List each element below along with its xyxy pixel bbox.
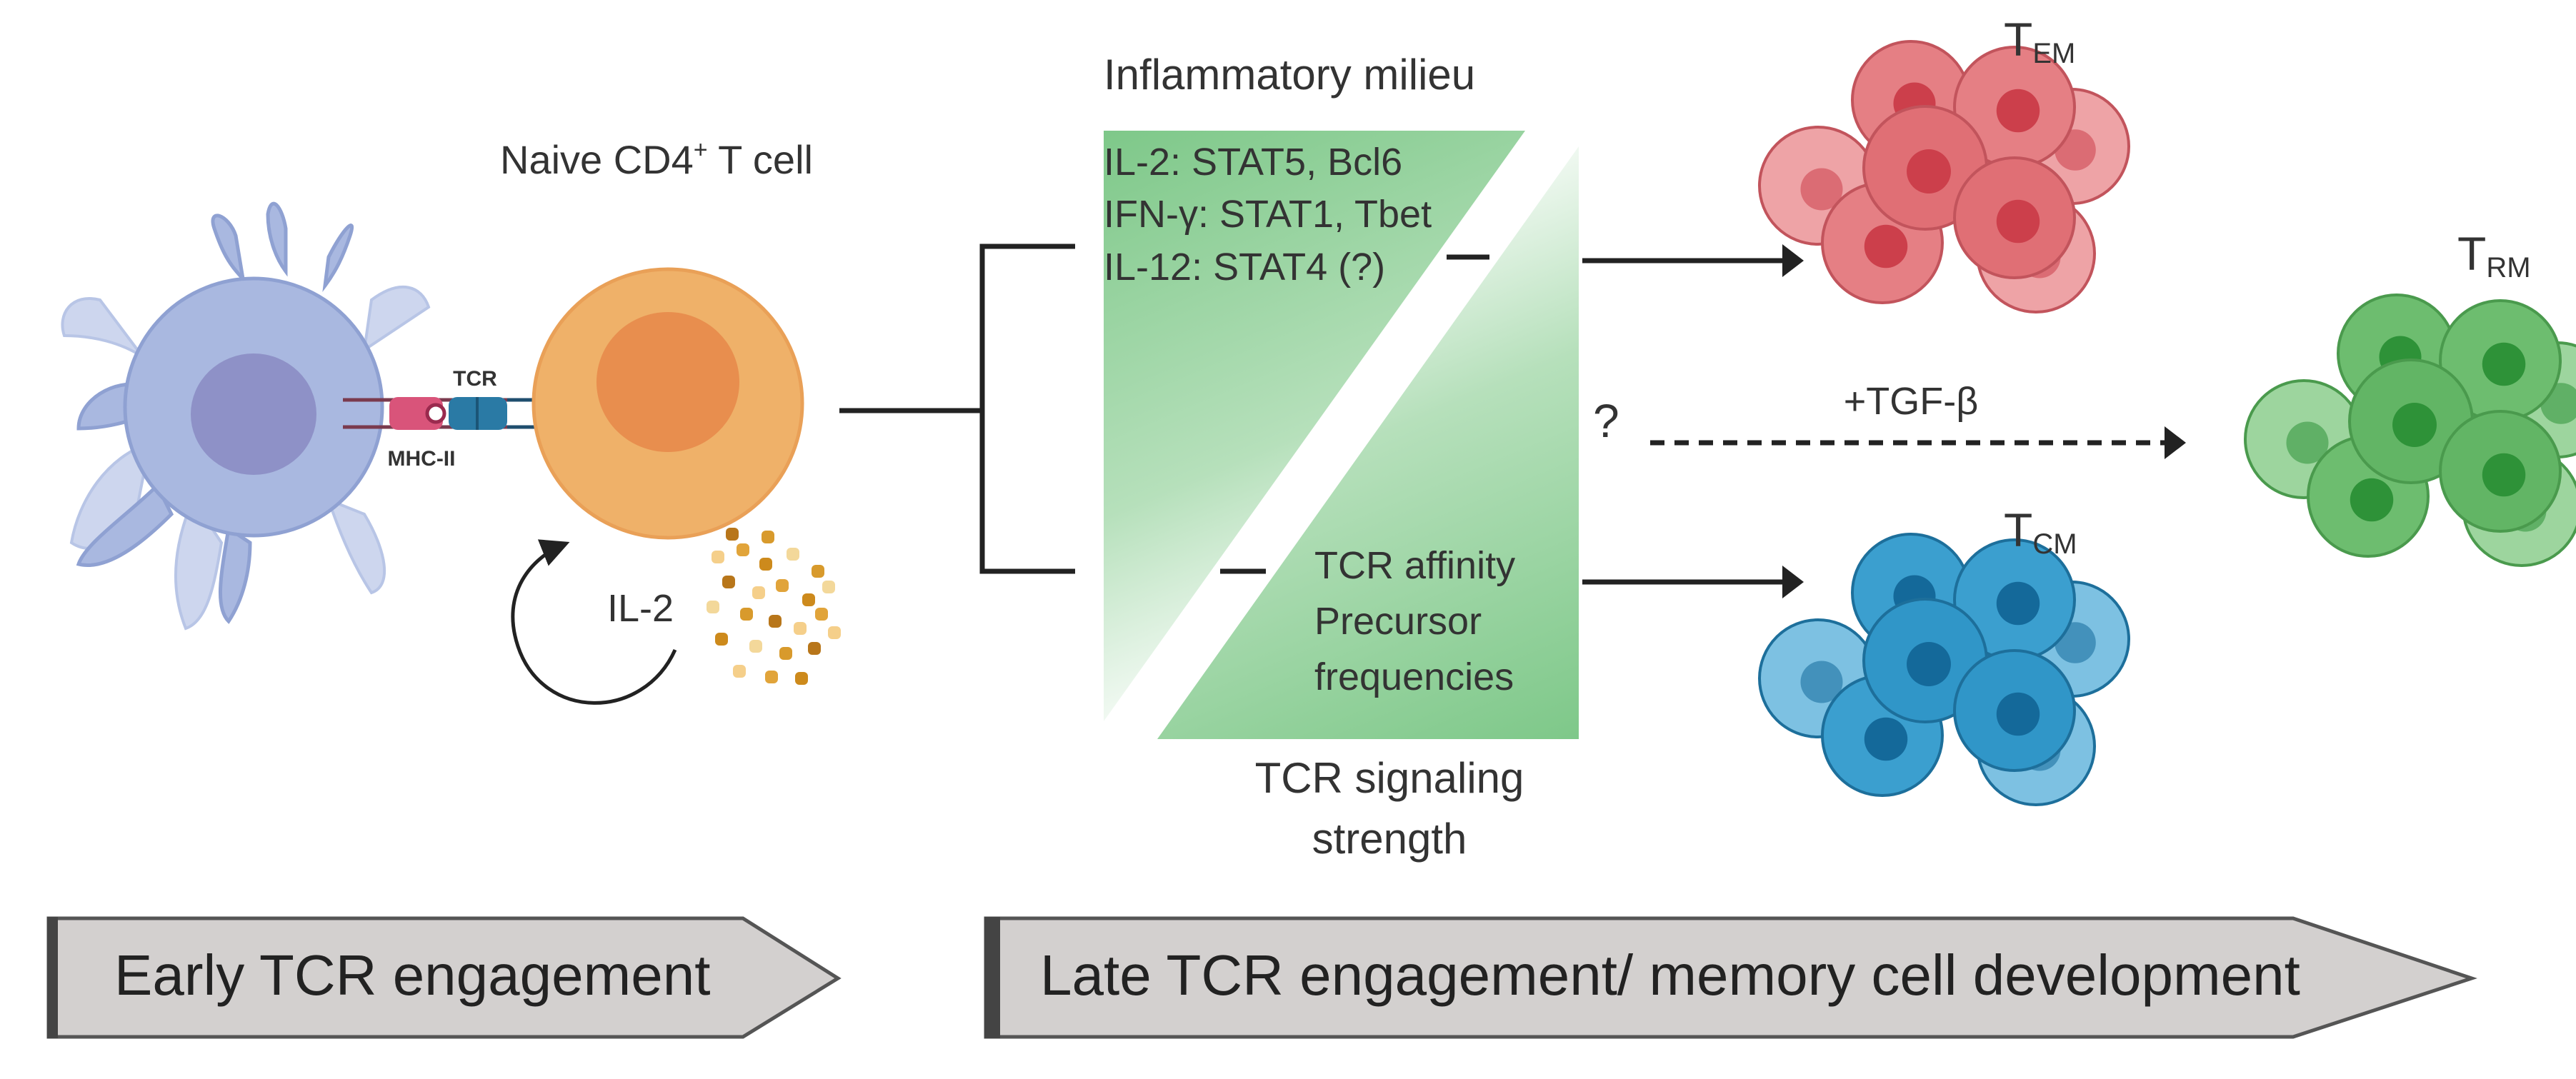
cell-nucleus xyxy=(2350,478,2394,522)
cytokine-dot xyxy=(795,672,808,685)
cytokine-dots xyxy=(707,528,841,685)
cytokine-dot xyxy=(802,593,815,606)
cell-nucleus xyxy=(2286,421,2329,464)
trm-label: TRM xyxy=(2457,227,2531,283)
tem-cluster xyxy=(1758,40,2130,313)
cytokine-dot xyxy=(722,576,735,588)
signal-line-1: TCR affinity xyxy=(1314,544,1515,587)
cell-nucleus xyxy=(1907,642,1951,686)
cytokine-dot xyxy=(749,640,762,653)
cytokine-dot xyxy=(808,642,821,655)
trm-cluster xyxy=(2244,293,2576,567)
milieu-line-2: IFN-γ: STAT1, Tbet xyxy=(1104,193,1432,236)
cytokine-dot xyxy=(787,548,799,561)
cytokine-dot xyxy=(822,581,835,593)
cytokine-dot xyxy=(715,633,728,646)
tcm-cluster xyxy=(1758,533,2130,806)
cytokine-dot xyxy=(740,608,753,621)
cell-nucleus xyxy=(2392,403,2437,447)
cytokine-dot xyxy=(769,615,782,628)
cell-nucleus xyxy=(1996,89,2040,133)
il2-label: IL-2 xyxy=(607,587,674,630)
signaling-gradient xyxy=(1157,146,1579,739)
signal-title-2: strength xyxy=(1312,815,1467,863)
cell-nucleus xyxy=(1800,168,1843,211)
cytokine-dot xyxy=(776,579,789,592)
late-banner-text: Late TCR engagement/ memory cell develop… xyxy=(1040,943,2300,1007)
milieu-line-3: IL-12: STAT4 (?) xyxy=(1104,246,1385,288)
cell-nucleus xyxy=(1907,149,1951,194)
question-mark: ? xyxy=(1593,394,1619,447)
signal-title-1: TCR signaling xyxy=(1255,754,1524,802)
cytokine-dot xyxy=(779,647,792,660)
cytokine-dot xyxy=(707,601,719,613)
tem-label: TEM xyxy=(2004,13,2075,69)
cell-nucleus xyxy=(2482,453,2526,497)
cell-nucleus xyxy=(1996,581,2040,626)
signal-line-2: Precursor xyxy=(1314,600,1482,643)
cell-nucleus xyxy=(1800,661,1843,703)
naive-cell-label: Naive CD4+ T cell xyxy=(500,136,813,182)
tcr-label: TCR xyxy=(453,367,497,391)
fate-arrows xyxy=(1582,244,2186,598)
autocrine-arrow xyxy=(511,539,677,705)
cell-nucleus xyxy=(1864,224,1908,269)
cell-nucleus xyxy=(2482,342,2526,386)
naive-t-cell xyxy=(531,267,804,540)
cell-nucleus xyxy=(1996,692,2040,736)
cytokine-dot xyxy=(765,671,778,683)
cytokine-dot xyxy=(733,665,746,678)
dendritic-cell xyxy=(61,201,431,631)
tgf-label: +TGF-β xyxy=(1844,380,1979,423)
cell-nucleus xyxy=(1864,717,1908,761)
cytokine-dot xyxy=(812,565,824,578)
cytokine-dot xyxy=(815,608,828,621)
milieu-title: Inflammatory milieu xyxy=(1104,51,1475,99)
cytokine-dot xyxy=(794,622,807,635)
cytokine-dot xyxy=(759,558,772,571)
signal-line-3: frequencies xyxy=(1314,656,1514,698)
milieu-gradient xyxy=(1104,131,1525,721)
cytokine-dot xyxy=(828,626,841,639)
dendritic-nucleus xyxy=(191,353,316,475)
early-banner-text: Early TCR engagement xyxy=(114,943,711,1007)
naive-nucleus xyxy=(596,312,739,452)
cytokine-dot xyxy=(712,551,724,563)
cytokine-dot xyxy=(752,586,765,599)
mhc-label: MHC-II xyxy=(388,447,456,471)
cytokine-dot xyxy=(737,543,749,556)
tcm-label: TCM xyxy=(2004,503,2077,560)
early-banner: Early TCR engagement xyxy=(46,916,842,1039)
cytokine-dot xyxy=(726,528,739,541)
cytokine-dot xyxy=(762,531,774,543)
cell-nucleus xyxy=(1996,199,2040,244)
bifurcation-lines xyxy=(839,244,1075,574)
late-banner: Late TCR engagement/ memory cell develop… xyxy=(984,916,2477,1039)
milieu-line-1: IL-2: STAT5, Bcl6 xyxy=(1104,141,1402,184)
